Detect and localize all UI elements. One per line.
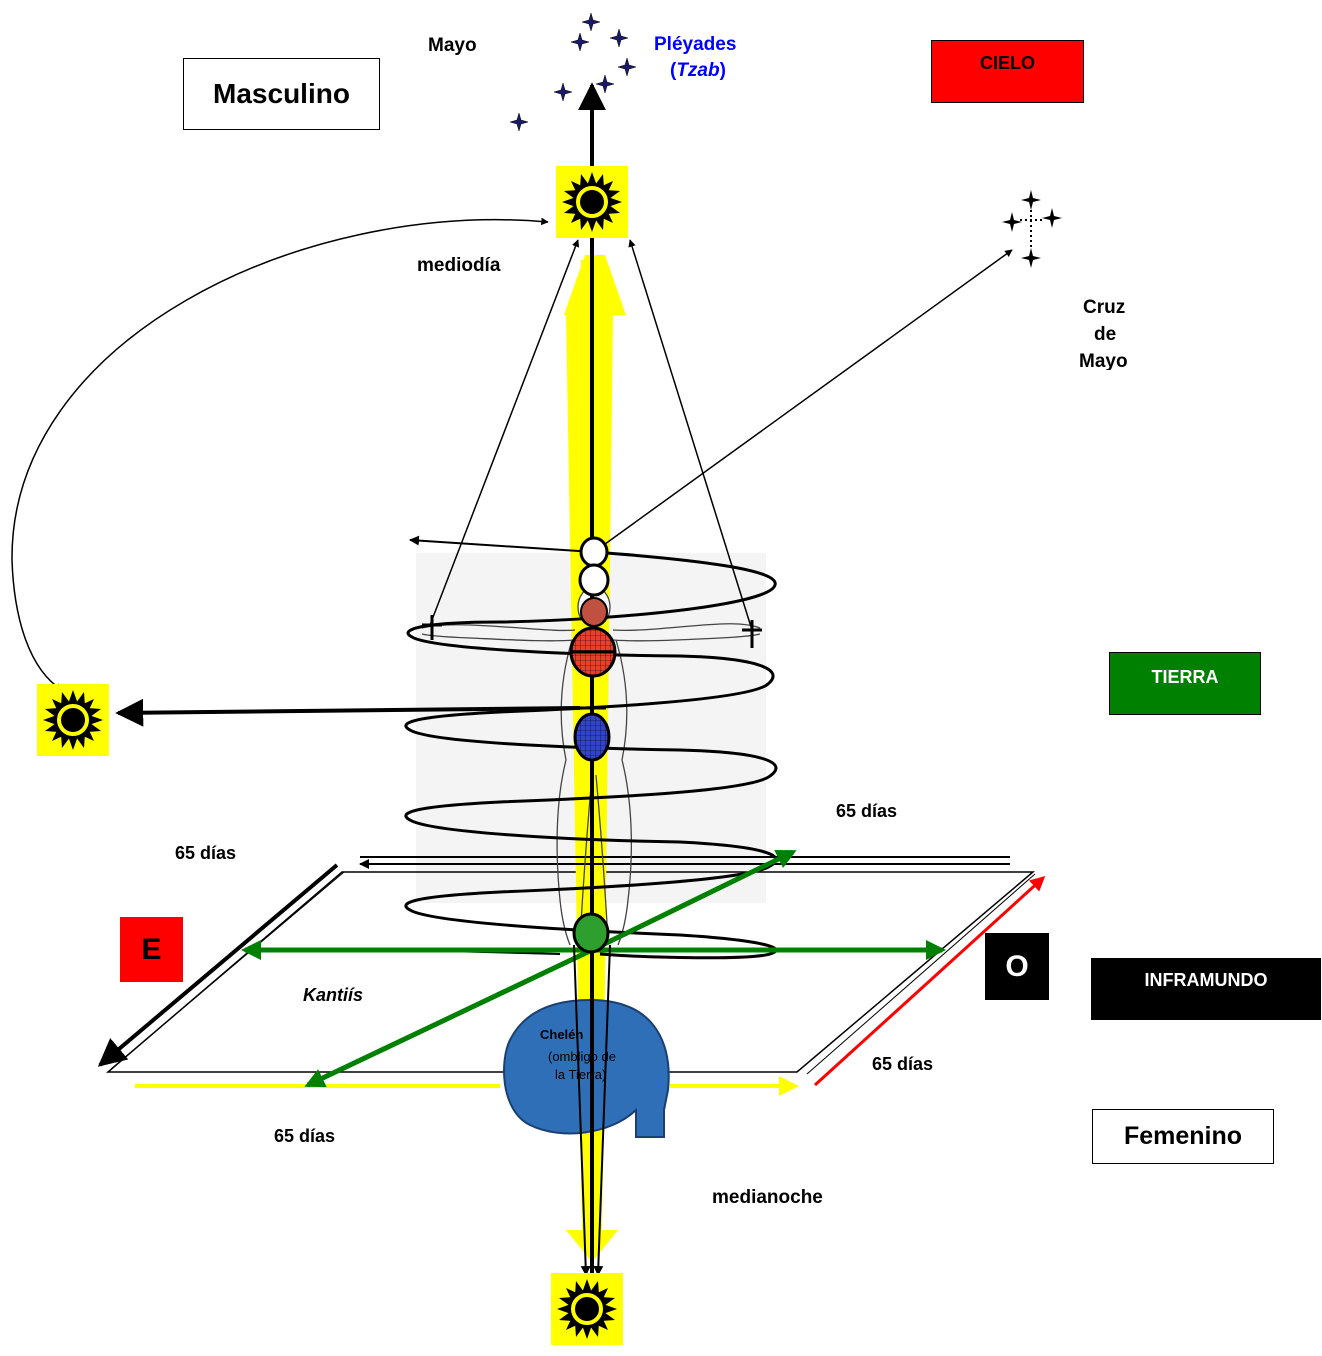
sun-icon: [555, 165, 629, 239]
tzab-label: (Tzab): [670, 60, 726, 81]
de-label: de: [1094, 324, 1117, 345]
sun-arc: [11, 217, 549, 691]
dias-label-nw: 65 días: [175, 843, 237, 863]
sunrise-arrow: [115, 698, 581, 727]
chelen-label: Chelén: [540, 1027, 584, 1042]
east-edge-arrow: [97, 863, 339, 1067]
chelen-blob: [503, 998, 670, 1138]
arrow-south: [304, 947, 594, 1088]
west-edge-arrow: [813, 875, 1046, 1087]
cielo-box: CIELO: [931, 40, 1084, 103]
cruz-label: Cruz: [1083, 297, 1126, 318]
este-box: E: [120, 917, 183, 982]
oeste-box: O: [985, 933, 1049, 1000]
mayo-label: Mayo: [428, 35, 477, 56]
arrow-north: [590, 849, 797, 953]
femenino-box: Femenino: [1092, 1109, 1274, 1164]
dias-label-se: 65 días: [872, 1054, 934, 1074]
sun-icon: [550, 1272, 624, 1346]
inframundo-box: INFRAMUNDO: [1091, 958, 1321, 1020]
masculino-box: Masculino: [183, 58, 380, 130]
chelen-sub-label-1: (ombligo de: [548, 1049, 616, 1064]
pleyades-label: Pléyades: [654, 34, 737, 55]
pleiades-stars: [509, 12, 637, 132]
dias-label-sw: 65 días: [274, 1126, 336, 1146]
chelen-sub-label-2: la Tierra): [555, 1067, 607, 1082]
chakra-column: [569, 536, 617, 954]
cruz-de-mayo-stars: [1002, 190, 1062, 268]
dias-label-ne: 65 días: [836, 801, 898, 821]
mediodia-label: mediodía: [417, 255, 501, 276]
mayo-cruz-label: Mayo: [1079, 351, 1128, 370]
sun-icon: [36, 683, 110, 757]
cruz-pointer: [593, 249, 1013, 553]
medianoche-label: medianoche: [712, 1187, 823, 1208]
kantiis-label: Kantiís: [303, 985, 364, 1005]
tierra-box: TIERRA: [1109, 652, 1261, 715]
